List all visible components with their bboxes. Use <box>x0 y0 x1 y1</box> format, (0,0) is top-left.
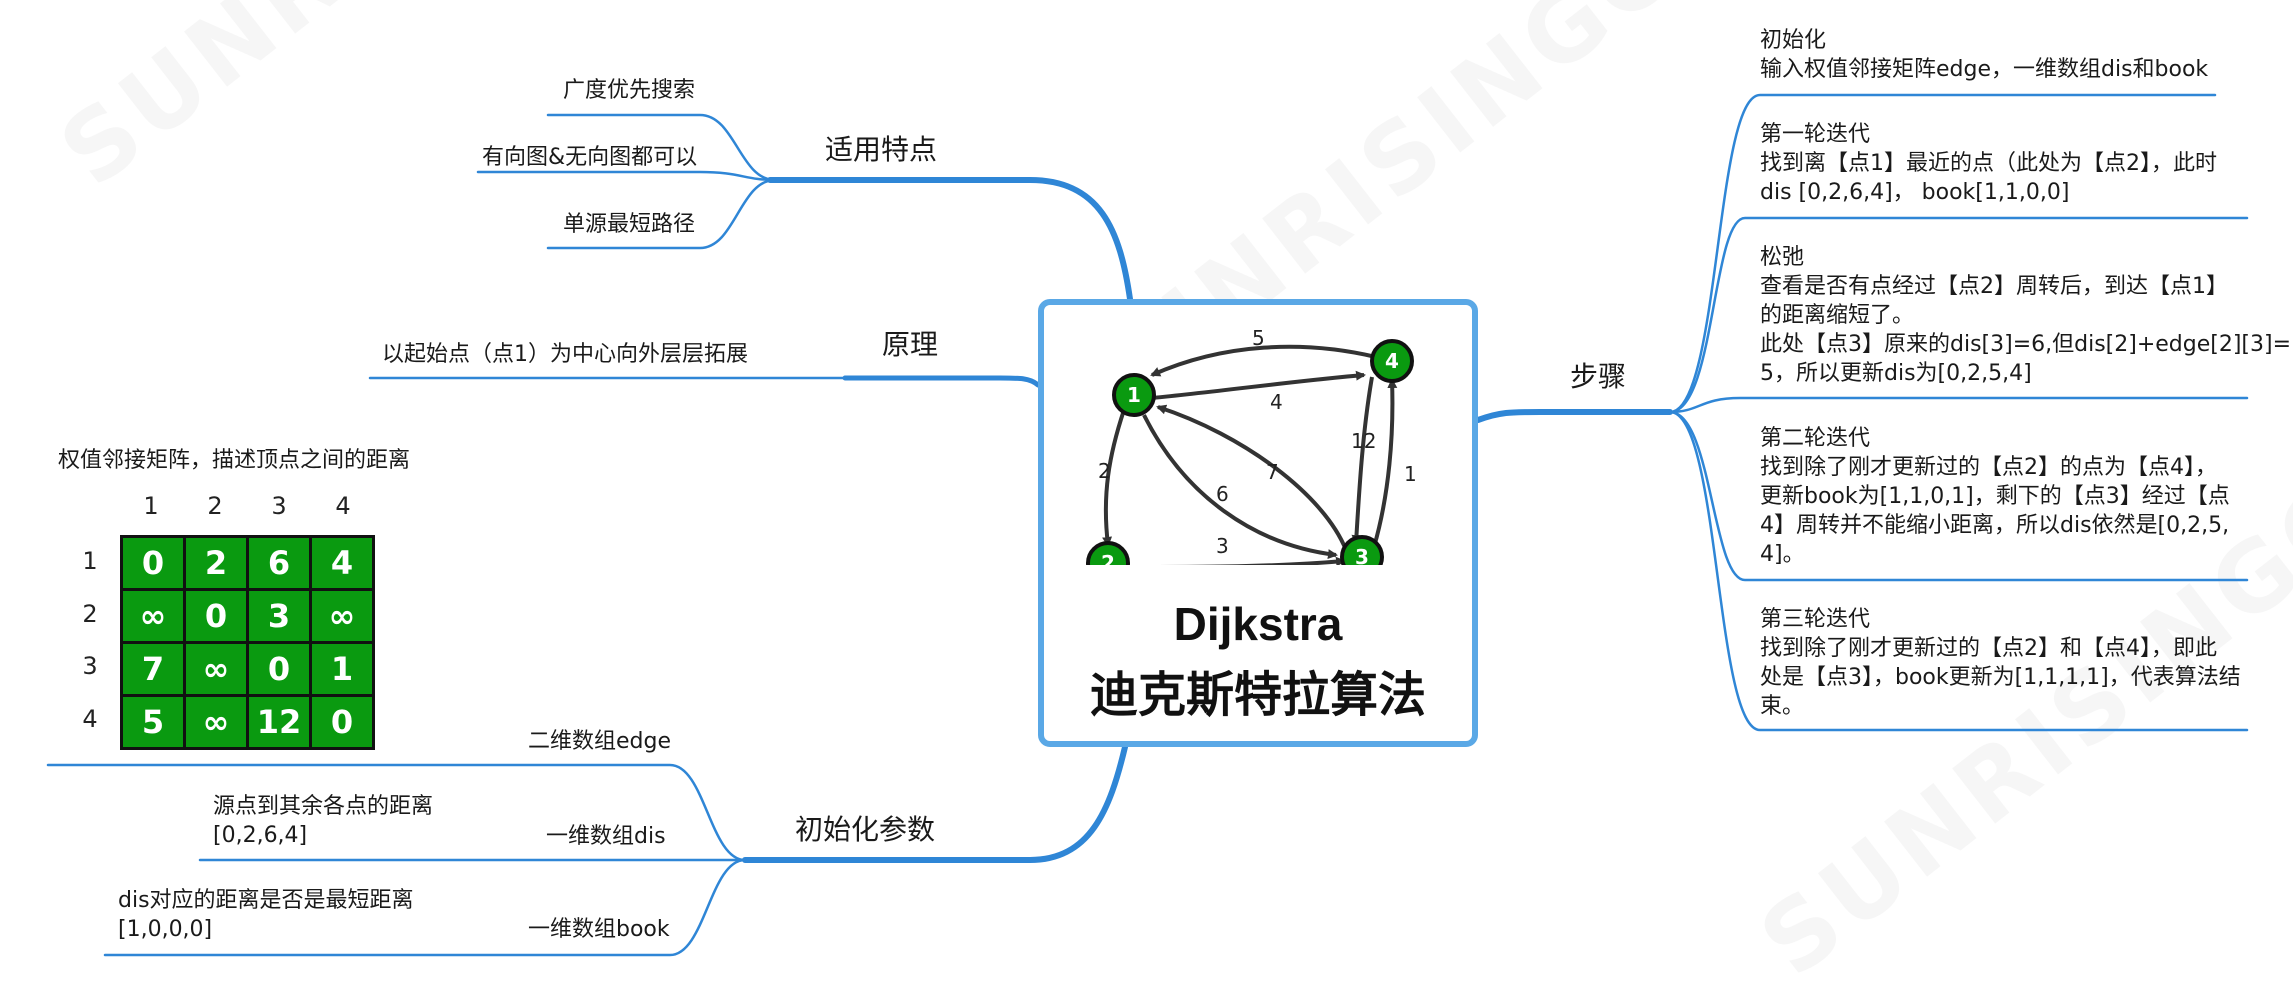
svg-text:1: 1 <box>1127 383 1141 407</box>
edge-weight: 12 <box>1351 429 1376 453</box>
central-title: Dijkstra <box>1173 598 1343 650</box>
step-line: 松弛 <box>1760 245 1805 270</box>
edge-weight: 5 <box>1252 326 1265 350</box>
matrix-cell: 1 <box>309 641 375 697</box>
edge-4-1 <box>1150 344 1377 377</box>
step-line: dis [0,2,6,4]， book[1,1,0,0] <box>1760 180 2070 205</box>
feature-item[interactable]: 单源最短路径 <box>563 212 696 237</box>
svg-text:4: 4 <box>1385 349 1399 373</box>
step-round-3[interactable]: 第三轮迭代 找到除了刚才更新过的【点2】和【点4】，即此 处是【点3】，book… <box>1760 605 2241 721</box>
step-round-1[interactable]: 第一轮迭代 找到离【点1】最近的点（此处为【点2】，此时 dis [0,2,6,… <box>1760 120 2217 207</box>
matrix-cell: ∞ <box>309 588 375 644</box>
step-relax[interactable]: 松弛 查看是否有点经过【点2】周转后，到达【点1】 的距离缩短了。 此处【点3】… <box>1760 243 2291 388</box>
param-dis-desc[interactable]: 源点到其余各点的距离 <box>213 794 434 819</box>
graph-node-2: 2 <box>1086 541 1130 565</box>
feature-item[interactable]: 广度优先搜索 <box>563 78 696 103</box>
step-line: 4】周转并不能缩小距离，所以dis依然是[0,2,5, <box>1760 513 2230 538</box>
svg-text:3: 3 <box>1355 545 1369 565</box>
step-line: 第一轮迭代 <box>1760 122 1871 147</box>
branch-features <box>767 177 1133 302</box>
step-line: 5，所以更新dis为[0,2,5,4] <box>1760 361 2032 386</box>
matrix-caption: 权值邻接矩阵，描述顶点之间的距离 <box>58 448 411 473</box>
matrix-cell: 0 <box>183 588 249 644</box>
step-line: 此处【点3】原来的dis[3]=6,但dis[2]+edge[2][3]= <box>1760 332 2292 357</box>
param-dis-label[interactable]: 一维数组dis <box>546 824 666 849</box>
step-line: 第三轮迭代 <box>1760 607 1871 632</box>
branch-principle <box>842 375 1041 388</box>
matrix-cell: 7 <box>120 641 186 697</box>
step-line: 更新book为[1,1,0,1]，剩下的【点3】经过【点 <box>1760 484 2230 509</box>
matrix-col-header: 3 <box>271 492 287 520</box>
topic-init-params[interactable]: 初始化参数 <box>795 813 936 846</box>
step-round-2[interactable]: 第二轮迭代 找到除了刚才更新过的【点2】的点为【点4】， 更新book为[1,1… <box>1760 424 2230 569</box>
matrix-cell: 12 <box>246 694 312 750</box>
edge-1-2 <box>1102 409 1126 547</box>
central-subtitle: 迪克斯特拉算法 <box>1089 667 1426 723</box>
matrix-row-header: 1 <box>82 547 98 575</box>
edge-weight: 3 <box>1216 534 1229 558</box>
edge-1-4 <box>1151 370 1366 400</box>
branch-steps <box>1475 409 1673 423</box>
matrix-cell: ∞ <box>183 694 249 750</box>
matrix-cell: 4 <box>309 535 375 591</box>
step-line: 查看是否有点经过【点2】周转后，到达【点1】 <box>1760 274 2228 299</box>
feature-item[interactable]: 有向图&无向图都可以 <box>482 145 698 170</box>
step-line: 束。 <box>1760 694 1805 719</box>
edge-3-4 <box>1372 378 1398 548</box>
edge-weight: 4 <box>1270 390 1283 414</box>
step-line: 找到除了刚才更新过的【点2】和【点4】，即此 <box>1760 636 2217 661</box>
principle-desc[interactable]: 以起始点（点1）为中心向外层层拓展 <box>382 342 748 367</box>
dijkstra-graph: 5 4 2 6 7 3 12 1 1 2 3 <box>1086 326 1417 565</box>
matrix-cell: ∞ <box>120 588 186 644</box>
param-book-label[interactable]: 一维数组book <box>528 917 670 942</box>
step-line: 第二轮迭代 <box>1760 426 1871 451</box>
step-line: 找到离【点1】最近的点（此处为【点2】，此时 <box>1760 151 2217 176</box>
param-dis-value[interactable]: [0,2,6,4] <box>213 823 308 848</box>
matrix-cell: 2 <box>183 535 249 591</box>
matrix-row-header: 2 <box>82 600 98 628</box>
svg-text:2: 2 <box>1101 551 1115 565</box>
edge-weight: 2 <box>1098 459 1111 483</box>
graph-node-1: 1 <box>1112 373 1156 417</box>
matrix-cell: 0 <box>246 641 312 697</box>
step-line: 4]。 <box>1760 542 1805 567</box>
param-book-desc[interactable]: dis对应的距离是否是最短距离 <box>118 888 414 913</box>
step-line: 找到除了刚才更新过的【点2】的点为【点4】， <box>1760 455 2217 480</box>
graph-node-4: 4 <box>1370 339 1414 383</box>
matrix-cell: 5 <box>120 694 186 750</box>
step-line: 的距离缩短了。 <box>1760 303 1915 328</box>
step-init[interactable]: 初始化 输入权值邻接矩阵edge，一维数组dis和book <box>1760 26 2208 84</box>
matrix-cell: 0 <box>120 535 186 591</box>
edge-weight: 7 <box>1266 460 1279 484</box>
matrix-col-header: 2 <box>207 492 223 520</box>
step-line: 初始化 <box>1760 28 1827 53</box>
edge-3-1 <box>1156 404 1348 551</box>
param-edge-label[interactable]: 二维数组edge <box>528 729 672 754</box>
edge-2-3 <box>1123 556 1346 565</box>
matrix-row-header: 3 <box>82 652 98 680</box>
matrix-cell: 0 <box>309 694 375 750</box>
edge-weight: 6 <box>1216 482 1229 506</box>
matrix-col-header: 4 <box>335 492 351 520</box>
adjacency-matrix: 0 2 6 4 ∞ 0 3 ∞ 7 ∞ 0 1 5 ∞ 12 0 <box>120 535 375 750</box>
matrix-cell: 3 <box>246 588 312 644</box>
matrix-cell: ∞ <box>183 641 249 697</box>
matrix-row-header: 4 <box>82 705 98 733</box>
graph-node-3: 3 <box>1340 535 1384 565</box>
edge-4-3 <box>1351 376 1374 545</box>
matrix-cell: 6 <box>246 535 312 591</box>
param-book-value[interactable]: [1,0,0,0] <box>118 917 213 942</box>
step-line: 处是【点3】，book更新为[1,1,1,1]，代表算法结 <box>1760 665 2241 690</box>
topic-features[interactable]: 适用特点 <box>825 133 938 166</box>
edge-weight: 1 <box>1404 462 1417 486</box>
step-line: 输入权值邻接矩阵edge，一维数组dis和book <box>1760 57 2209 82</box>
matrix-col-header: 1 <box>143 492 159 520</box>
branch-init-params <box>742 744 1128 863</box>
topic-principle[interactable]: 原理 <box>882 328 939 361</box>
topic-steps[interactable]: 步骤 <box>1570 360 1627 393</box>
edge-1-3 <box>1142 414 1338 559</box>
central-topic[interactable]: 5 4 2 6 7 3 12 1 1 2 3 <box>1038 299 1478 747</box>
